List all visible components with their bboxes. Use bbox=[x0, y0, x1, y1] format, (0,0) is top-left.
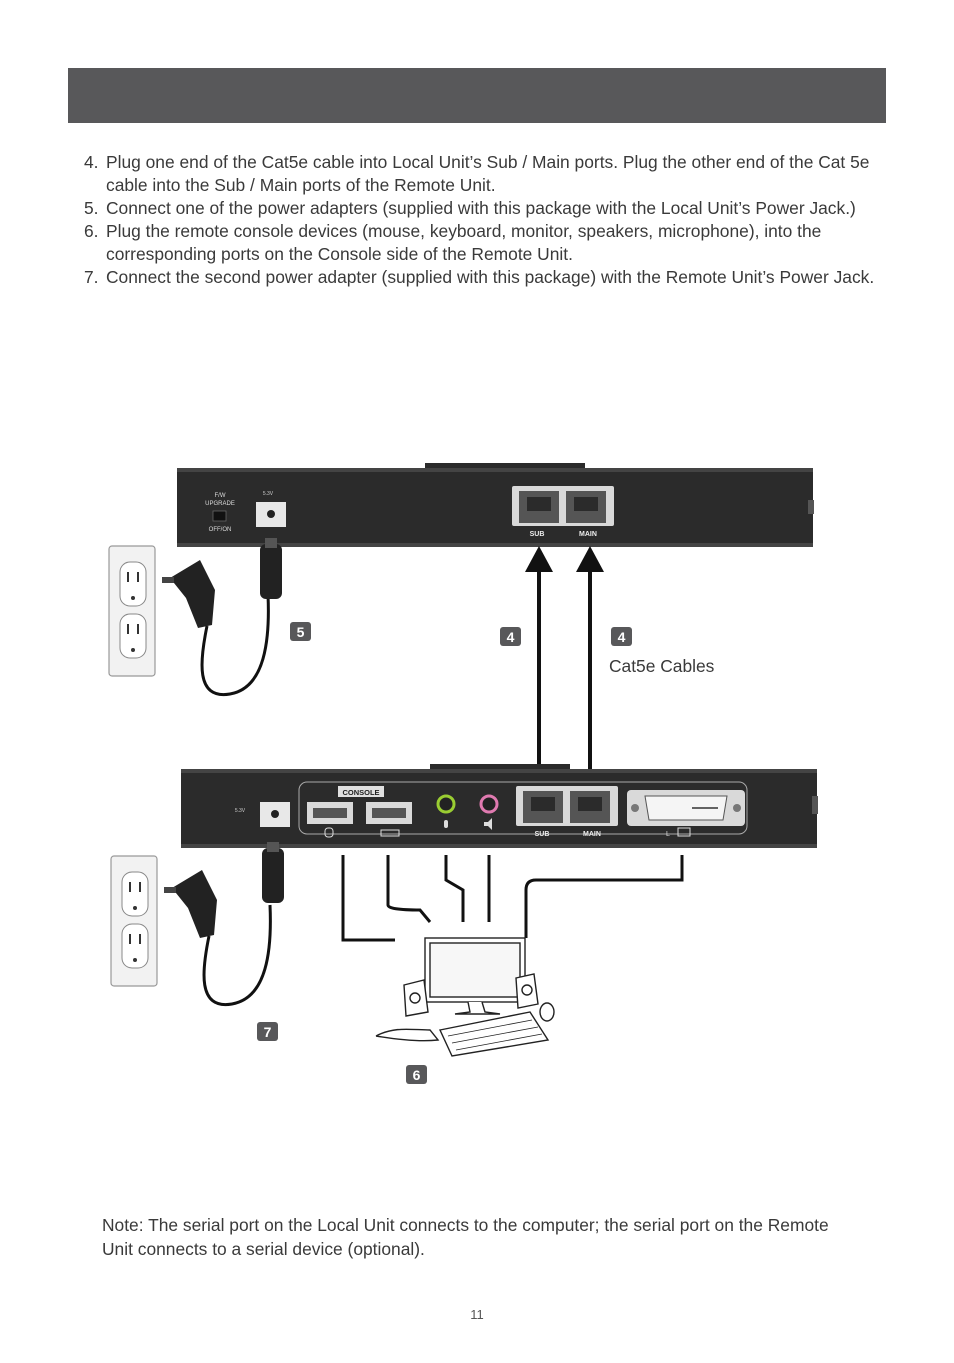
page-number: 11 bbox=[470, 1307, 484, 1322]
keyboard-icon bbox=[380, 829, 400, 837]
console-panel-outline bbox=[298, 781, 748, 835]
local-power-voltage-label: 5.3V bbox=[263, 491, 274, 497]
speaker-jack bbox=[479, 794, 499, 814]
step-text: Connect one of the power adapters (suppl… bbox=[106, 198, 856, 218]
monitor-stand bbox=[454, 1001, 501, 1015]
remote-unit: 5.3V CONSOLE SUB MAIN L bbox=[181, 764, 818, 848]
remote-wall-outlet bbox=[110, 855, 158, 987]
remote-power-adapter bbox=[164, 842, 284, 1007]
callout-step7: 7 bbox=[257, 1022, 278, 1041]
local-sub-label: SUB bbox=[530, 531, 545, 538]
local-unit: F/W UPGRADE OFF/ON 5.3V SUB MAIN bbox=[177, 463, 814, 547]
callout-step4-a: 4 bbox=[500, 627, 521, 646]
step-number: 7. bbox=[84, 267, 99, 287]
svg-text:7: 7 bbox=[264, 1024, 272, 1040]
step-text: Connect the second power adapter (suppli… bbox=[106, 267, 875, 287]
svg-text:4: 4 bbox=[618, 629, 626, 645]
svg-text:4: 4 bbox=[507, 629, 515, 645]
step-item: 4. Plug one end of the Cat5e cable into L… bbox=[80, 151, 880, 197]
upgrade-label: UPGRADE bbox=[205, 501, 235, 507]
mouse bbox=[539, 1002, 555, 1022]
cable-caption: Cat5e Cables bbox=[609, 656, 715, 676]
connection-diagram: F/W UPGRADE OFF/ON 5.3V SUB MAIN bbox=[108, 463, 818, 1084]
microphone-jack bbox=[436, 794, 456, 814]
callout-step4-b: 4 bbox=[611, 627, 632, 646]
microphone-icon bbox=[444, 820, 448, 828]
serial-port-note: Note: The serial port on the Local Unit … bbox=[102, 1215, 829, 1259]
console-label: CONSOLE bbox=[342, 788, 379, 797]
microphone bbox=[375, 1028, 440, 1042]
step-number: 6. bbox=[84, 221, 99, 241]
local-power-adapter bbox=[162, 538, 282, 697]
step-item: 5. Connect one of the power adapters (sup… bbox=[80, 197, 880, 220]
step-text: Plug one end of the Cat5e cable into Loc… bbox=[106, 152, 870, 195]
dvi-label: L bbox=[666, 831, 670, 838]
monitor-icon bbox=[677, 827, 691, 837]
remote-main-label: MAIN bbox=[583, 831, 601, 838]
step-number: 5. bbox=[84, 198, 99, 218]
step-text: Plug the remote console devices (mouse, … bbox=[106, 221, 822, 264]
cat5e-cables bbox=[525, 546, 604, 795]
section-header-bar bbox=[68, 68, 886, 123]
step-item: 7. Connect the second power adapter (supp… bbox=[80, 266, 880, 289]
callout-step5: 5 bbox=[290, 622, 311, 641]
svg-text:6: 6 bbox=[413, 1067, 421, 1083]
local-wall-outlet bbox=[108, 545, 156, 677]
fw-label: F/W bbox=[215, 493, 226, 499]
off-on-label: OFF/ON bbox=[209, 527, 232, 533]
svg-text:5: 5 bbox=[297, 624, 305, 640]
step-number: 4. bbox=[84, 152, 99, 172]
remote-sub-label: SUB bbox=[535, 831, 550, 838]
mouse-icon bbox=[324, 827, 334, 838]
instruction-steps: 4. Plug one end of the Cat5e cable into L… bbox=[80, 151, 880, 289]
console-devices bbox=[375, 937, 555, 1057]
keyboard bbox=[438, 1011, 550, 1057]
console-cables bbox=[341, 855, 684, 942]
step-item: 6. Plug the remote console devices (mouse… bbox=[80, 220, 880, 266]
remote-power-voltage-label: 5.3V bbox=[235, 808, 246, 814]
callout-step6: 6 bbox=[406, 1065, 427, 1084]
local-main-label: MAIN bbox=[579, 531, 597, 538]
speaker-icon bbox=[484, 818, 492, 830]
fw-switch bbox=[212, 510, 227, 522]
